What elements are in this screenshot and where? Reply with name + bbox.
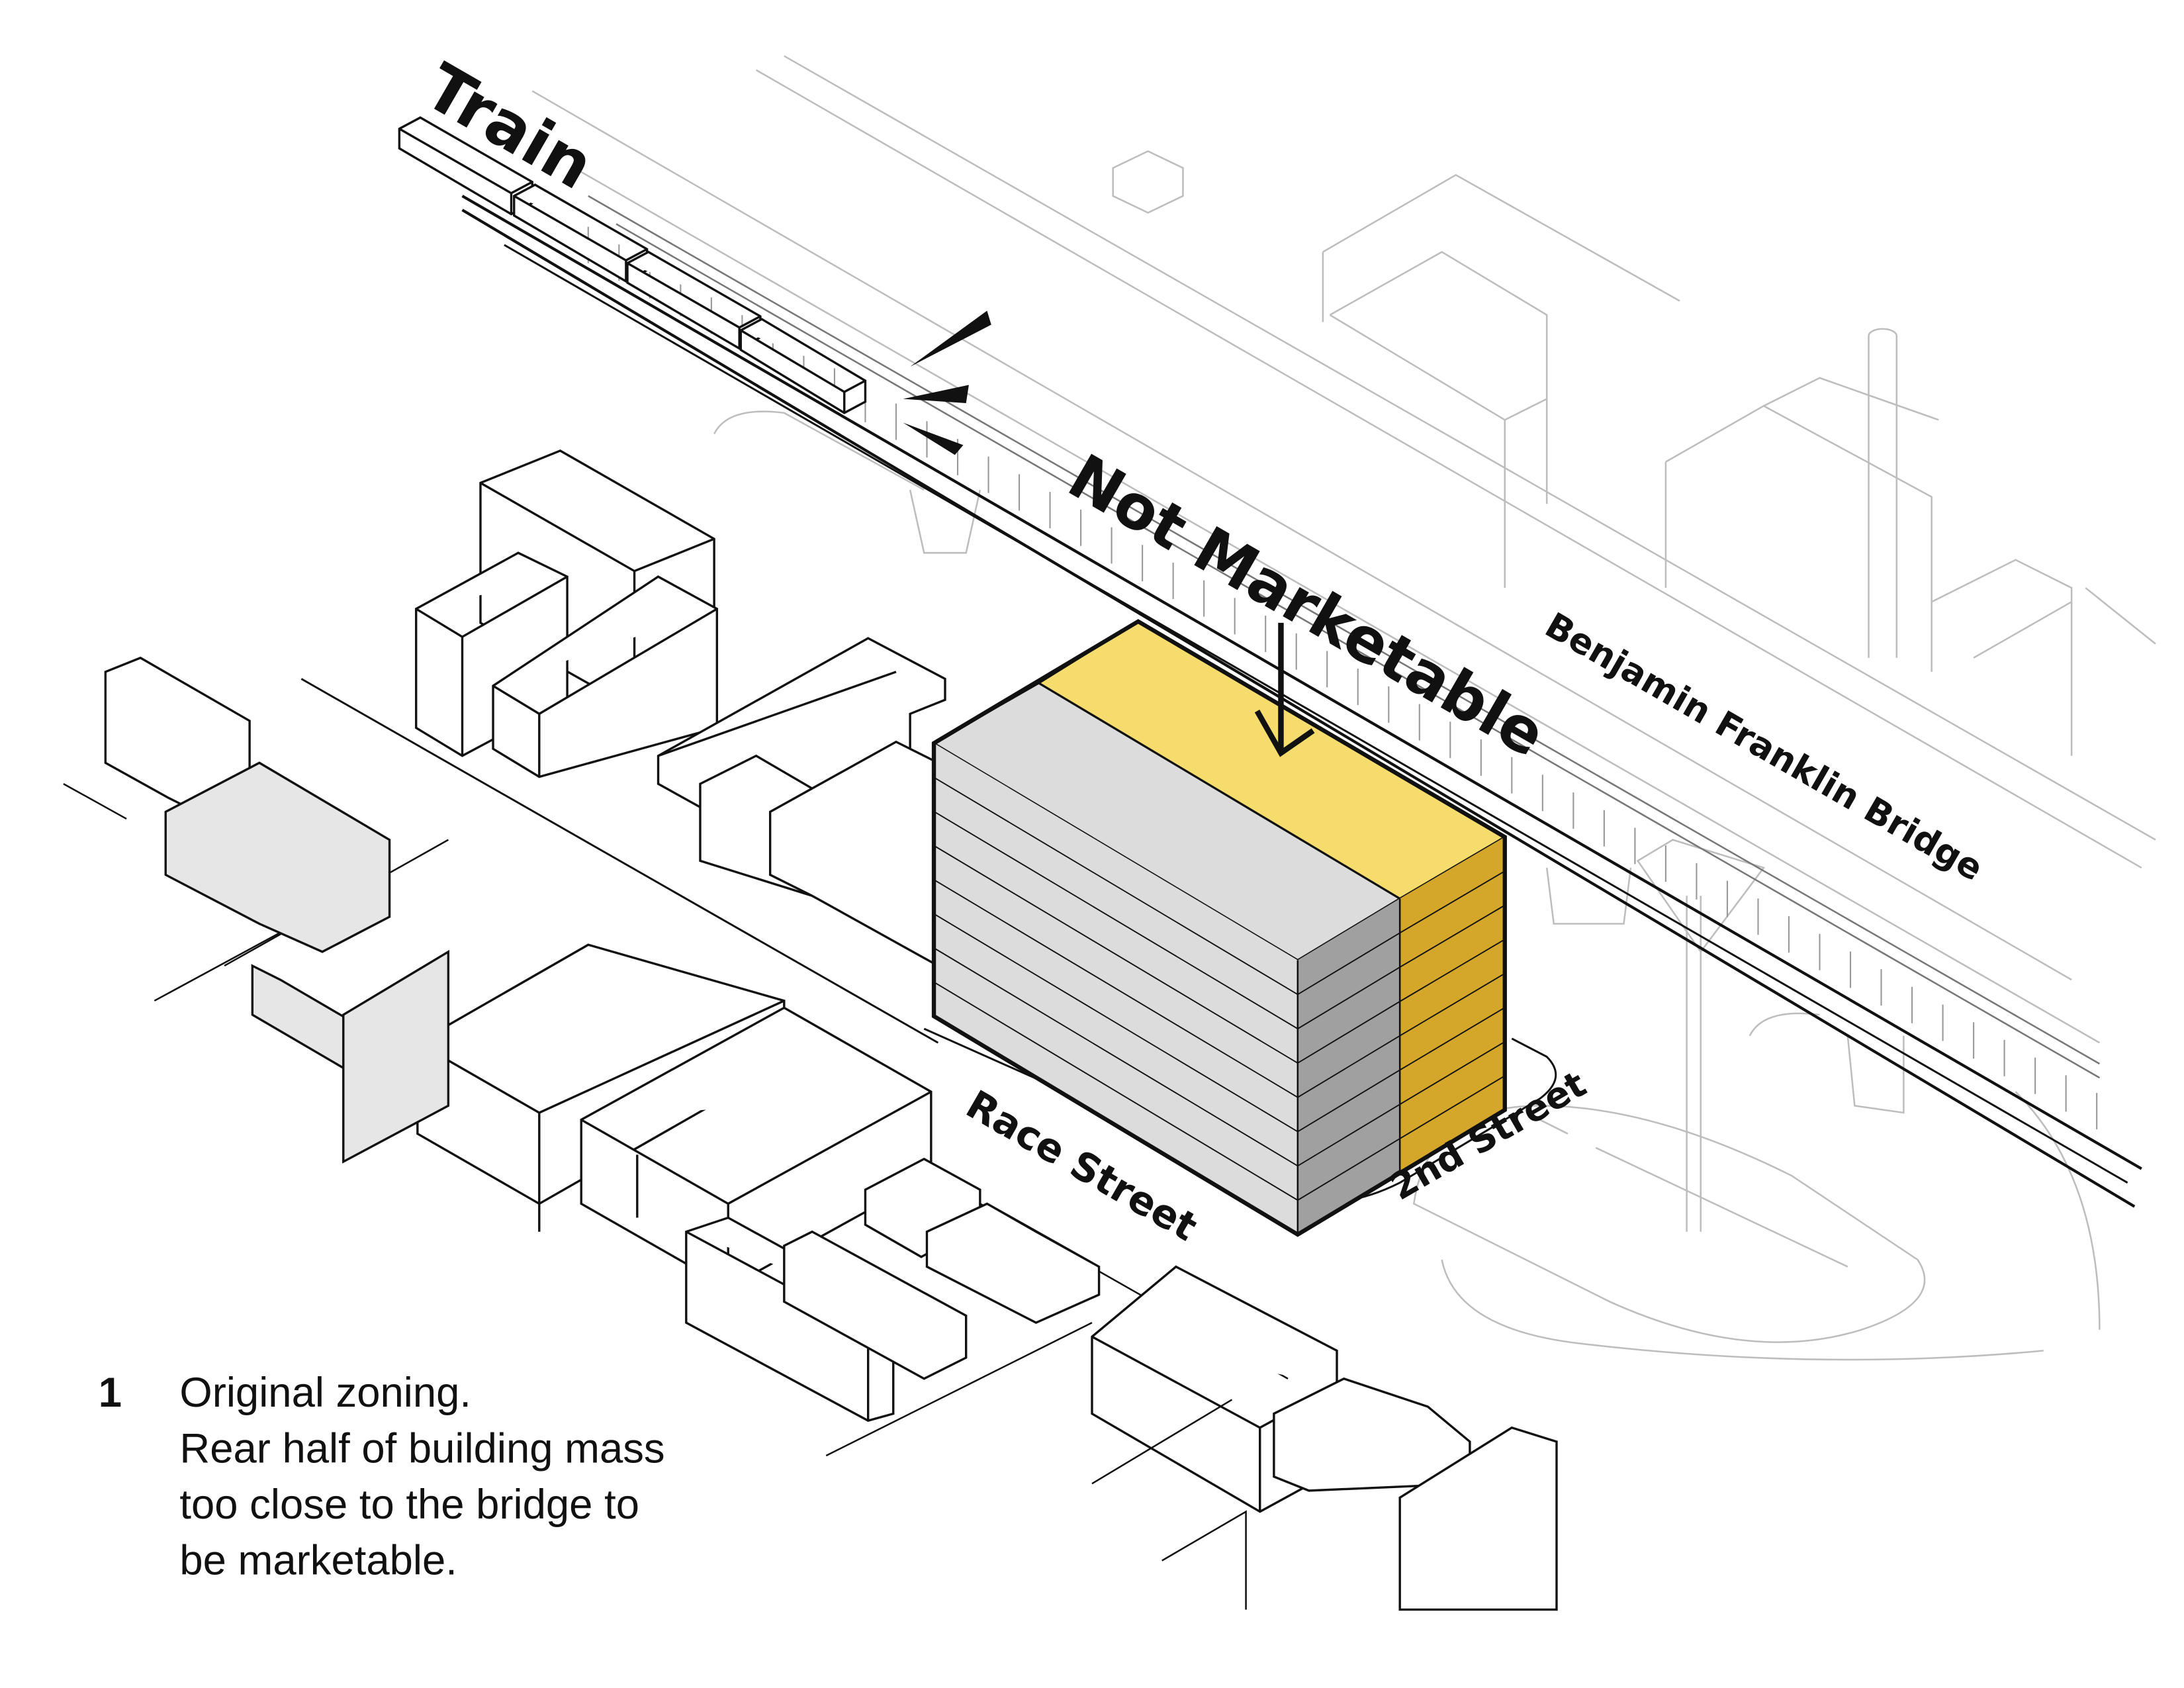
caption: 1 Original zoning. Rear half of building… <box>99 1370 665 1584</box>
bridge-label: Benjamin Franklin Bridge <box>1538 605 1989 889</box>
caption-line: Rear half of building mass <box>179 1426 664 1472</box>
train-car <box>626 250 762 350</box>
floor-line <box>933 845 1506 1064</box>
caption-line: Original zoning. <box>179 1370 471 1416</box>
caption-number: 1 <box>99 1370 122 1416</box>
surrounding-buildings <box>63 449 1558 1611</box>
floor-line <box>933 947 1506 1167</box>
floor-line <box>933 811 1506 1030</box>
caption-line: be marketable. <box>179 1538 457 1584</box>
down-arrow-icon <box>1254 622 1315 757</box>
proposed-building <box>931 619 1507 1237</box>
floor-line <box>933 913 1506 1133</box>
floor-line <box>933 879 1506 1098</box>
floor-line <box>933 776 1506 996</box>
noise-icon <box>903 310 991 455</box>
caption-line: too close to the bridge to <box>179 1481 639 1528</box>
floor-line <box>933 981 1506 1201</box>
background-context <box>531 55 2156 1361</box>
train-car <box>739 318 867 414</box>
bridge-structure <box>461 195 2142 1208</box>
train <box>398 116 867 414</box>
train-label: Train <box>413 49 606 204</box>
